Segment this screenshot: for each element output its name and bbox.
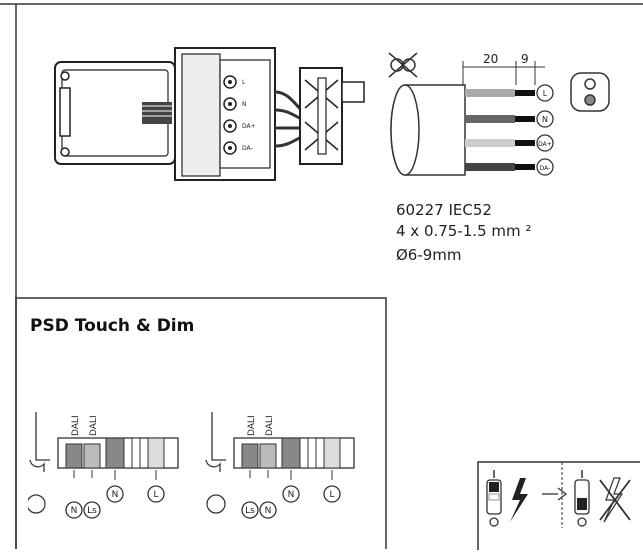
wire-label-n: N (542, 115, 548, 124)
no-twin-wire-icon (388, 52, 418, 78)
smiley-icon-2 (206, 494, 226, 514)
pin-label-l: L (242, 79, 246, 86)
no-power-icon (599, 477, 631, 523)
wire-label-da-minus: DA- (540, 165, 551, 172)
lightning-icon (510, 478, 528, 522)
wire-label-da-plus: DA+ (538, 141, 552, 148)
terminal-right-4: L (329, 490, 334, 500)
terminal-block-right: DALI DALI Ls N N L (205, 412, 355, 519)
smiley-icon (28, 494, 46, 514)
cable-strip-diagram: 20 9 L N DA+ DA- (388, 52, 610, 176)
terminal-right-1: Ls (245, 506, 255, 516)
strip-length-20: 20 (483, 52, 498, 66)
strip-length-9: 9 (521, 52, 529, 66)
terminal-right-2: N (265, 506, 272, 516)
terminal-left-3: N (112, 490, 119, 500)
panel-title: PSD Touch & Dim (30, 316, 195, 336)
arrow-right-icon (542, 487, 568, 501)
terminal-left-1: N (71, 506, 78, 516)
switch-power-diagram (477, 461, 640, 550)
wire-label-l: L (543, 89, 548, 98)
terminal-left-4: L (153, 490, 158, 500)
pin-label-da-plus: DA+ (242, 123, 256, 130)
dali-label-4: DALI (265, 415, 275, 436)
dali-label-1: DALI (71, 415, 81, 436)
pin-label-n: N (242, 101, 247, 108)
two-core-cable-icon (570, 72, 610, 112)
cable-cross-section: 4 x 0.75-1.5 mm ² (396, 222, 532, 240)
dali-label-2: DALI (89, 415, 99, 436)
cable-type: 60227 IEC52 (396, 201, 492, 219)
pin-label-da-minus: DA- (242, 145, 253, 152)
terminal-block-left: DALI DALI N Ls N L (28, 412, 179, 519)
switch-on-icon (574, 470, 590, 527)
terminal-right-3: N (288, 490, 295, 500)
dali-label-3: DALI (247, 415, 257, 436)
switch-off-icon (486, 470, 502, 527)
cable-diameter: Ø6-9mm (396, 246, 462, 264)
connector-diagram: L N DA+ DA- (54, 47, 365, 181)
terminal-left-2: Ls (87, 506, 97, 516)
